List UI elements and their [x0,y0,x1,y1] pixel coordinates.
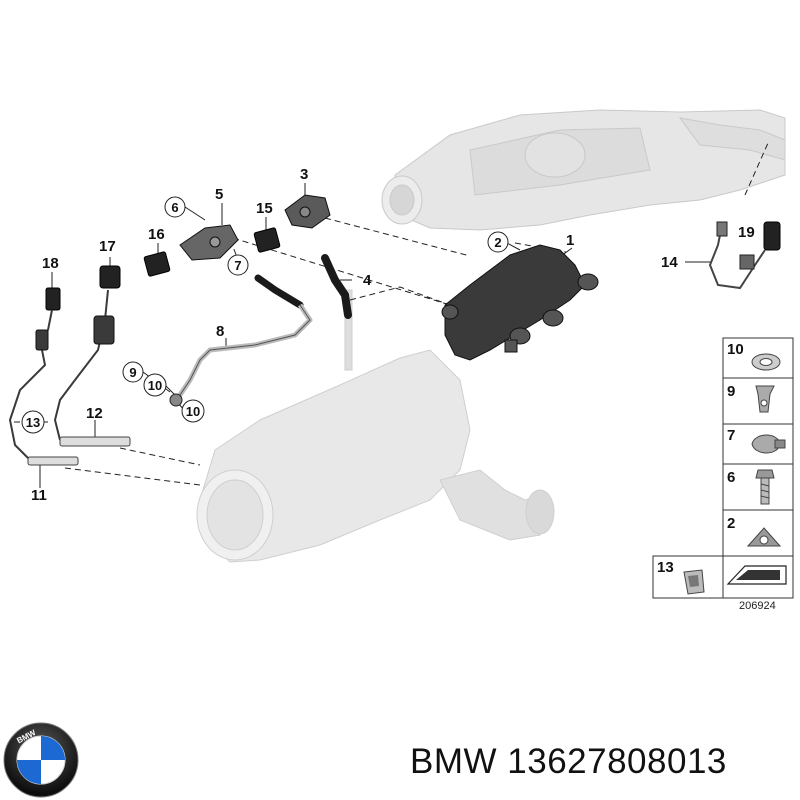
wire-part-14[interactable] [708,224,766,290]
svg-text:13: 13 [26,415,40,430]
callout-2-circle: 2 [487,231,509,253]
svg-text:9: 9 [129,365,136,380]
svg-text:2: 2 [494,235,501,250]
diagram-reference-id: 206924 [739,600,776,612]
callout-3: 3 [300,166,308,183]
connector-part-15[interactable] [253,227,281,253]
legend-item-2[interactable]: 2 [722,509,794,557]
callout-15: 15 [256,200,273,217]
particulate-filter-background [196,289,555,563]
callout-12: 12 [86,405,103,422]
hose-part-7[interactable] [254,274,304,309]
fitting-part-9[interactable] [169,393,183,407]
brand-caption: BMW 13627808013 [410,742,727,781]
callout-19: 19 [738,224,755,241]
sensor-part-11[interactable] [27,456,79,466]
legend-item-10[interactable]: 10 [722,337,794,379]
callout-10a-circle: 10 [143,373,167,397]
callout-10b-circle: 10 [181,399,205,423]
svg-text:7: 7 [727,427,735,444]
svg-text:6: 6 [171,200,178,215]
connector-part-19[interactable] [763,221,781,251]
callout-6-circle: 6 [164,196,186,218]
legend-item-9[interactable]: 9 [722,377,794,425]
svg-text:10: 10 [186,404,200,419]
pipe-part-8[interactable] [175,303,313,400]
arrow-shape-icon [726,565,787,585]
callout-7-circle: 7 [227,254,249,276]
callout-5: 5 [215,186,223,203]
svg-text:9: 9 [727,383,735,400]
bracket-part-1[interactable] [441,244,599,361]
callout-11: 11 [31,487,47,504]
callout-14: 14 [661,254,678,271]
callout-16: 16 [148,226,165,243]
hose-part-4[interactable] [321,254,352,319]
svg-text:13: 13 [657,559,674,576]
svg-text:10: 10 [727,341,744,358]
sensor-part-3[interactable] [284,194,331,229]
svg-text:6: 6 [727,469,735,486]
callout-9-circle: 9 [122,361,144,383]
callout-17: 17 [99,238,116,255]
exhaust-manifold-background [381,109,786,231]
svg-text:7: 7 [234,258,241,273]
sensor-part-5[interactable] [179,224,239,261]
callout-18: 18 [42,255,59,272]
sensor-part-12[interactable] [59,436,131,447]
callout-1: 1 [566,232,574,249]
bmw-logo-icon: BMW [3,722,79,798]
connector-part-16[interactable] [143,251,171,277]
svg-text:10: 10 [148,378,162,393]
callout-13-circle: 13 [21,410,45,434]
legend-item-6[interactable]: 6 [722,463,794,511]
connector-part-18[interactable] [45,287,61,311]
callout-8: 8 [216,323,224,340]
legend-panel: 10 9 7 6 2 [652,337,794,599]
legend-item-7[interactable]: 7 [722,423,794,465]
callout-4: 4 [363,272,372,289]
connector-part-17[interactable] [99,265,121,289]
svg-text:2: 2 [727,515,735,532]
